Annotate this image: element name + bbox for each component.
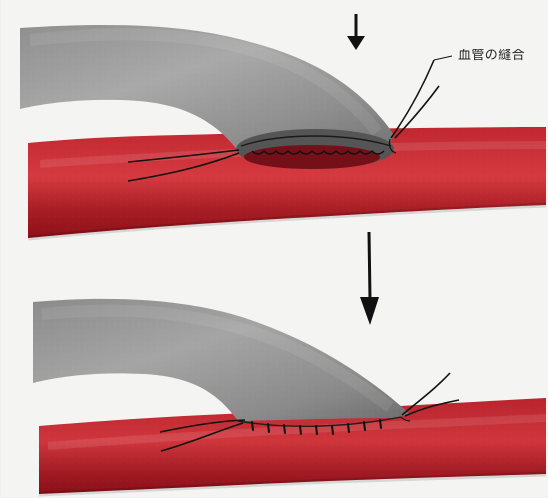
annotation-line: [434, 56, 452, 60]
down-arrow-icon: [360, 232, 379, 325]
graft-bottom: [33, 299, 410, 434]
down-arrow-icon: [347, 14, 365, 50]
anastomosis-label: 血管の縫合: [458, 49, 548, 63]
